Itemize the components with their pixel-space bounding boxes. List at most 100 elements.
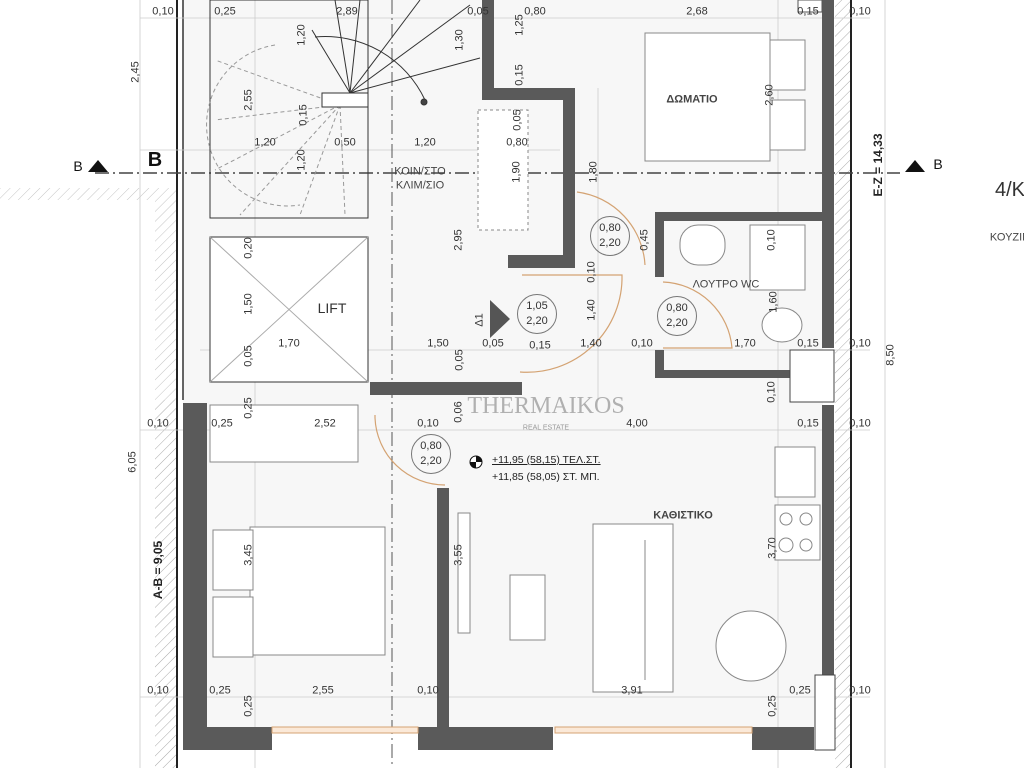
door-tag: 0,80 2,20 <box>590 216 630 256</box>
dimension: 1,30 <box>453 29 466 51</box>
dimension: 1,20 <box>295 149 308 171</box>
dimension: 8,50 <box>884 344 897 366</box>
section-label: B <box>73 158 83 174</box>
dimension: 0,20 <box>242 237 255 259</box>
room-label-lift: LIFT <box>317 300 347 316</box>
dimension: 0,10 <box>417 417 439 430</box>
dimension: 0,25 <box>242 397 255 419</box>
dimension: 2,55 <box>312 684 334 697</box>
room-label-stairwell: ΚΛΙΜ/ΣΙΟ <box>395 179 445 192</box>
section-label: B <box>933 156 943 172</box>
dimension: 2,52 <box>314 417 336 430</box>
shower <box>749 224 806 291</box>
bed-bottom <box>249 526 386 656</box>
dimension: 1,50 <box>242 293 255 315</box>
dimension: 2,60 <box>763 84 776 106</box>
dimension: 0,10 <box>585 261 598 283</box>
dimension: 0,10 <box>765 381 778 403</box>
dimension: 0,10 <box>849 684 871 697</box>
dining-table <box>715 610 787 682</box>
dimension: 1,70 <box>278 337 300 350</box>
coffee-table <box>509 574 546 641</box>
windows <box>271 726 753 734</box>
watermark-subtitle: REAL ESTATE <box>522 424 570 432</box>
bed-top <box>644 32 771 162</box>
staircase <box>206 0 481 219</box>
dimension: 0,10 <box>765 229 778 251</box>
door-height: 2,20 <box>666 317 688 329</box>
dimension: 2,45 <box>129 61 142 83</box>
floor-elevation: +11,95 (58,15) ΤΕΛ.ΣΤ. <box>492 454 601 466</box>
sink <box>679 224 726 266</box>
dimension: 0,10 <box>849 337 871 350</box>
dimension: 1,80 <box>587 161 600 183</box>
exterior-hatch-left <box>155 400 177 768</box>
dimension: 3,55 <box>452 544 465 566</box>
wheelchair-space <box>477 109 529 231</box>
exterior-hatch-right <box>835 0 851 768</box>
dimension: 1,40 <box>580 337 602 350</box>
dimension: 1,20 <box>254 136 276 149</box>
room-label-bathroom: ΛΟΥΤΡΟ WC <box>692 278 760 291</box>
dimension: 0,05 <box>467 5 489 18</box>
door-height: 2,20 <box>599 237 621 249</box>
dimension: 0,25 <box>766 695 779 717</box>
room-label-living: ΚΑΘΙΣΤΙΚΟ <box>653 509 713 522</box>
dimension: 0,10 <box>152 5 174 18</box>
dimension: 0,80 <box>524 5 546 18</box>
kitchen-sink <box>774 446 816 498</box>
door-height: 2,20 <box>420 455 442 467</box>
dimension: 4,00 <box>626 417 648 430</box>
dimension: 0,25 <box>211 417 233 430</box>
dimension: 2,89 <box>336 5 358 18</box>
dimension: 0,05 <box>453 349 466 371</box>
dimension: 6,05 <box>126 451 139 473</box>
dimension: 0,25 <box>209 684 231 697</box>
dimension: 3,45 <box>242 544 255 566</box>
dimension: 0,45 <box>638 229 651 251</box>
section-arrow-left-icon <box>88 160 108 172</box>
dimension: 0,15 <box>797 417 819 430</box>
dimension: 0,10 <box>147 684 169 697</box>
dimension: 1,40 <box>585 299 598 321</box>
dimension: 0,06 <box>452 401 465 423</box>
dimension: 0,15 <box>513 64 526 86</box>
toilet <box>761 307 803 343</box>
dimension: 0,05 <box>511 109 524 131</box>
door-height: 2,20 <box>526 315 548 327</box>
dimension: 3,91 <box>621 684 643 697</box>
section-label: B <box>147 149 163 171</box>
dimension: 0,25 <box>242 695 255 717</box>
exterior-hatch-top-left <box>0 188 177 400</box>
tv-unit <box>457 512 471 634</box>
dimension: 3,70 <box>766 537 779 559</box>
watermark-logo: THERMAIKOS <box>467 393 625 419</box>
dimension: 1,25 <box>513 14 526 36</box>
detail-label: Δ1 <box>473 313 486 327</box>
dimension: 2,55 <box>242 89 255 111</box>
dimension: 0,10 <box>631 337 653 350</box>
dimension: 0,10 <box>849 5 871 18</box>
furniture <box>209 32 821 693</box>
dimension: 0,80 <box>506 136 528 149</box>
dimension: 0,25 <box>789 684 811 697</box>
room-label-kitchen: ΚΟΥΖΙΝ <box>989 231 1024 244</box>
unit-label: 4/Κ <box>994 179 1024 201</box>
dimension: 0,15 <box>529 339 551 352</box>
door-width: 0,80 <box>599 222 621 235</box>
dimension: 1,90 <box>510 161 523 183</box>
dimension: 2,68 <box>686 5 708 18</box>
dimension: 0,15 <box>797 337 819 350</box>
dimension: 0,05 <box>482 337 504 350</box>
dimension: 0,15 <box>297 104 310 126</box>
dimension: 0,25 <box>214 5 236 18</box>
dimension: 0,15 <box>797 5 819 18</box>
lift-shaft <box>209 236 369 383</box>
dimension: 0,50 <box>334 136 356 149</box>
column <box>789 349 835 403</box>
slab-elevation: +11,85 (58,05) ΣΤ. ΜΠ. <box>492 471 600 483</box>
